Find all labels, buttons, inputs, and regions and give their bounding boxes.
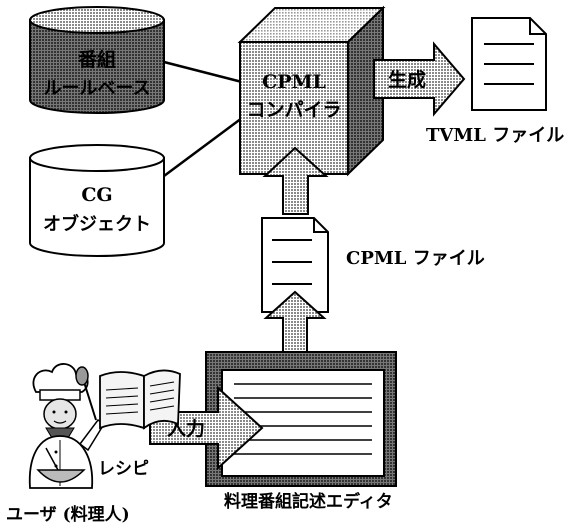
compiler-line1: CPML: [262, 71, 326, 93]
generate-label: 生成: [388, 68, 426, 91]
generate-arrow: 生成: [373, 41, 466, 117]
cpml-compiler-cube: CPML コンパイラ: [237, 5, 386, 177]
editor-to-cpml-arrow: [263, 290, 327, 355]
cg-db-line2: オブジェクト: [43, 213, 151, 235]
program-rulebase-db: 番組 ルールベース: [29, 6, 165, 114]
program-db-line1: 番組: [77, 48, 116, 71]
program-db-line2: ルールベース: [43, 78, 150, 99]
cpml-file-label: CPML ファイル: [346, 248, 485, 269]
tvml-file-label: TVML ファイル: [426, 125, 564, 146]
tvml-file-icon: [471, 17, 547, 111]
chef-illustration: [28, 363, 106, 489]
user-label: ユーザ (料理人): [6, 504, 130, 525]
db-connector-lines: [163, 60, 243, 178]
recipe-book: [99, 369, 181, 430]
compiler-line2: コンパイラ: [246, 99, 341, 121]
cpml-file-icon: [261, 217, 329, 313]
cg-objects-db: CG オブジェクト: [29, 144, 165, 257]
recipe-label: レシピ: [98, 459, 149, 479]
editor-label: 料理番組記述エディタ: [224, 491, 393, 512]
cg-db-line1: CG: [81, 184, 112, 206]
cpml-to-compiler-arrow: [262, 146, 329, 215]
